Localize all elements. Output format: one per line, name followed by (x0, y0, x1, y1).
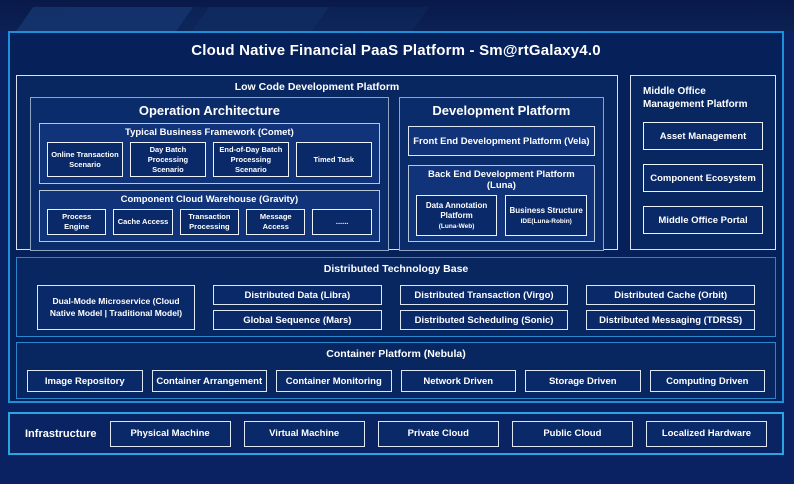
comet-framework-title: Typical Business Framework (Comet) (125, 127, 294, 138)
box-label: Business Structure (509, 206, 583, 216)
box-label: Data Annotation Platform (425, 200, 488, 221)
operation-architecture-title: Operation Architecture (138, 103, 280, 118)
back-end-platform-title: Back End Development Platform (Luna) (428, 169, 575, 191)
infrastructure-label: Infrastructure (25, 427, 97, 440)
distributed-item-box: Distributed Scheduling (Sonic) (399, 310, 569, 330)
decorative-ribbon (14, 7, 194, 31)
container-platform-item-box: Network Driven (400, 370, 516, 392)
comet-item-box: Timed Task (295, 142, 372, 178)
data-annotation-platform-box: Data Annotation Platform (Luna-Web) (415, 195, 498, 236)
infrastructure-item-box: Localized Hardware (645, 420, 767, 447)
decorative-ribbon (190, 7, 330, 31)
business-structure-ide-box: Business Structure IDE(Luna-Robin) (505, 195, 588, 236)
comet-item-box: Day Batch Processing Scenario (129, 142, 206, 178)
platform-diagram-frame: Cloud Native Financial PaaS Platform - S… (8, 31, 784, 403)
gravity-framework-box: Component Cloud Warehouse (Gravity) Proc… (39, 190, 380, 242)
low-code-section-label: Low Code Development Platform (234, 81, 400, 93)
gravity-item-box: Message Access (246, 209, 306, 235)
gravity-framework-title: Component Cloud Warehouse (Gravity) (120, 194, 299, 206)
gravity-item-box: Transaction Processing (179, 209, 240, 235)
low-code-inner-row: Operation Architecture Typical Business … (17, 97, 617, 262)
container-platform-label: Container Platform (Nebula) (326, 348, 466, 360)
container-platform-item-box: Storage Driven (525, 370, 641, 392)
distributed-column: Distributed Data (Libra) Global Sequence… (213, 285, 382, 330)
comet-items-row: Online Transaction Scenario Day Batch Pr… (47, 142, 372, 178)
container-platform-section: Container Platform (Nebula) Image Reposi… (16, 342, 776, 399)
distributed-column: Distributed Cache (Orbit) Distributed Me… (586, 285, 756, 330)
operation-architecture-box: Operation Architecture Typical Business … (30, 97, 389, 251)
infrastructure-item-box: Virtual Machine (243, 420, 365, 447)
distributed-column: Distributed Transaction (Virgo) Distribu… (399, 285, 569, 330)
middle-office-item-box: Middle Office Portal (643, 206, 763, 234)
middle-office-section-label: Middle Office Management Platform (643, 86, 748, 110)
middle-office-item-box: Component Ecosystem (643, 164, 763, 192)
distributed-item-box: Distributed Data (Libra) (213, 285, 382, 305)
gravity-item-box: ...... (312, 209, 372, 235)
back-end-items-row: Data Annotation Platform (Luna-Web) Busi… (415, 195, 588, 236)
page-title: Cloud Native Financial PaaS Platform - S… (191, 42, 601, 59)
container-platform-item-box: Container Monitoring (276, 370, 392, 392)
middle-office-management-section: Middle Office Management Platform Asset … (630, 75, 776, 250)
distributed-technology-base-section: Distributed Technology Base Dual-Mode Mi… (16, 257, 776, 337)
gravity-item-box: Process Engine (47, 209, 107, 235)
infrastructure-item-box: Public Cloud (511, 420, 633, 447)
gravity-item-box: Cache Access (113, 209, 173, 235)
low-code-development-platform-section: Low Code Development Platform Operation … (16, 75, 618, 251)
infrastructure-section: Infrastructure Physical Machine Virtual … (8, 412, 784, 455)
back-end-platform-box: Back End Development Platform (Luna) Dat… (407, 165, 595, 242)
development-platform-box: Development Platform Front End Developme… (398, 97, 604, 251)
distributed-item-box: Global Sequence (Mars) (213, 310, 382, 330)
development-platform-title: Development Platform (432, 103, 571, 118)
comet-framework-box: Typical Business Framework (Comet) Onlin… (39, 123, 380, 185)
dual-mode-microservice-box: Dual-Mode Microservice (Cloud Native Mod… (37, 285, 195, 330)
distributed-item-box: Distributed Cache (Orbit) (586, 285, 756, 305)
front-end-platform-box: Front End Development Platform (Vela) (407, 126, 595, 156)
box-sublabel: (Luna-Web) (438, 222, 475, 230)
infrastructure-item-box: Physical Machine (109, 420, 231, 447)
comet-item-box: End-of-Day Batch Processing Scenario (212, 142, 289, 178)
box-sublabel: IDE(Luna-Robin) (520, 217, 572, 225)
container-platform-items-row: Image Repository Container Arrangement C… (17, 370, 775, 392)
container-platform-item-box: Container Arrangement (151, 370, 267, 392)
distributed-item-box: Distributed Messaging (TDRSS) (586, 310, 756, 330)
distributed-content-row: Dual-Mode Microservice (Cloud Native Mod… (17, 279, 775, 330)
comet-item-box: Online Transaction Scenario (47, 142, 123, 178)
distributed-item-box: Distributed Transaction (Virgo) (399, 285, 569, 305)
container-platform-item-box: Image Repository (27, 370, 143, 392)
container-platform-item-box: Computing Driven (649, 370, 765, 392)
top-decor-band (0, 0, 794, 31)
gravity-items-row: Process Engine Cache Access Transaction … (47, 209, 372, 235)
upper-row: Low Code Development Platform Operation … (16, 75, 776, 251)
infrastructure-item-box: Private Cloud (377, 420, 499, 447)
middle-office-item-box: Asset Management (643, 122, 763, 150)
distributed-section-label: Distributed Technology Base (323, 263, 469, 275)
